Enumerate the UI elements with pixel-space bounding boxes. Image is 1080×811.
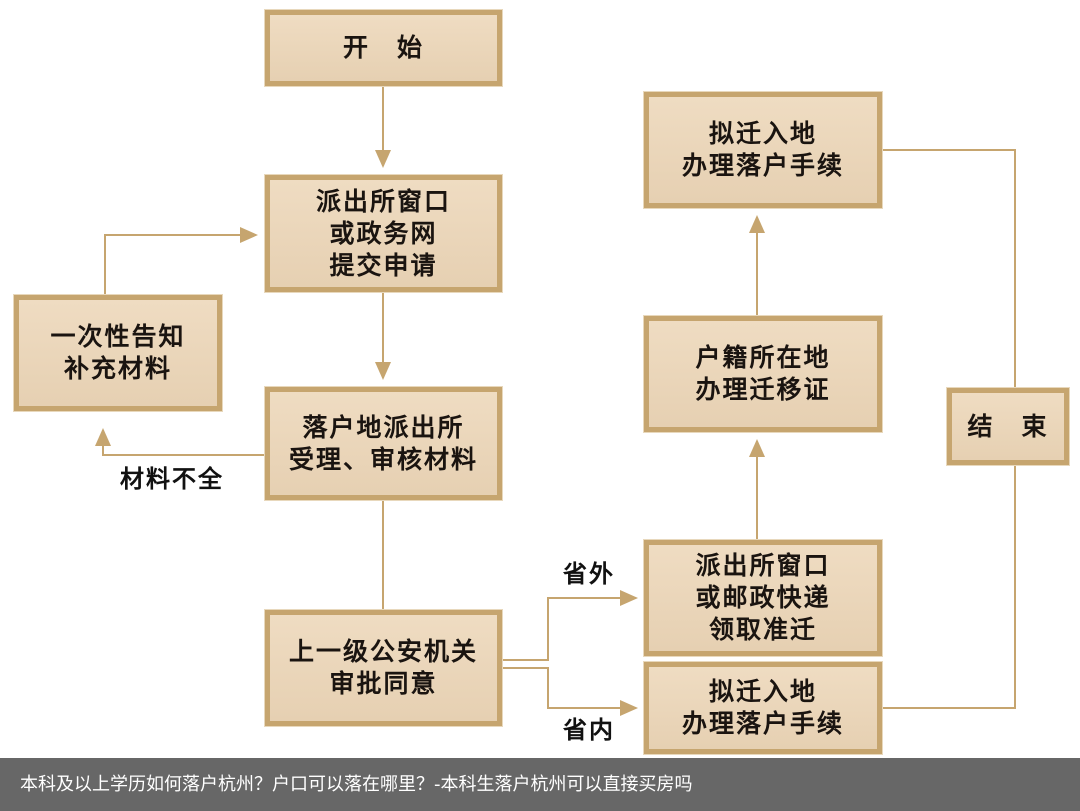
- node-review: 落户地派出所受理、审核材料: [265, 387, 502, 500]
- edge-approve-outside: [502, 590, 638, 661]
- node-outside-collect: 派出所窗口或邮政快递领取准迁: [644, 540, 882, 656]
- node-origin-migrate: 户籍所在地办理迁移证: [644, 316, 882, 432]
- node-text: 或邮政快递: [695, 583, 831, 612]
- node-text: 办理落户手续: [681, 709, 844, 738]
- node-text: 或政务网: [329, 218, 438, 248]
- node-text: 派出所窗口: [315, 186, 451, 216]
- node-text: 拟迁入地: [708, 119, 817, 148]
- edge-desttop-end: [882, 149, 1016, 388]
- label-out-of-province: 省外: [563, 560, 615, 588]
- node-text: 受理、审核材料: [288, 444, 478, 474]
- node-text: 开 始: [342, 33, 424, 62]
- image-caption: 本科及以上学历如何落户杭州？户口可以落在哪里？-本科生落户杭州可以直接买房吗: [0, 758, 1080, 811]
- node-approve: 上一级公安机关审批同意: [265, 610, 502, 726]
- node-text: 办理落户手续: [681, 151, 844, 180]
- node-text: 户籍所在地: [695, 343, 831, 372]
- node-end: 结 束: [947, 388, 1069, 465]
- label-in-province: 省内: [563, 716, 615, 744]
- node-text: 派出所窗口: [695, 551, 831, 580]
- node-text: 审批同意: [329, 669, 438, 698]
- node-text: 补充材料: [63, 354, 172, 383]
- node-text: 办理迁移证: [695, 375, 831, 404]
- edge-approve-inside: [502, 667, 638, 716]
- node-text: 拟迁入地: [708, 677, 817, 706]
- node-text: 一次性告知: [50, 322, 186, 351]
- node-text: 领取准迁: [708, 615, 817, 644]
- edge-notify-submit: [104, 227, 258, 295]
- node-start: 开 始: [265, 10, 502, 86]
- node-submit: 派出所窗口或政务网提交申请: [265, 175, 502, 292]
- edge-destbottom-end: [882, 465, 1016, 709]
- node-dest-bottom: 拟迁入地办理落户手续: [644, 662, 882, 754]
- node-dest-top: 拟迁入地办理落户手续: [644, 92, 882, 208]
- node-text: 结 束: [967, 411, 1049, 441]
- label-incomplete: 材料不全: [120, 465, 224, 493]
- node-text: 提交申请: [329, 250, 438, 280]
- edge-review-notify: [95, 428, 265, 456]
- node-notify: 一次性告知补充材料: [14, 295, 222, 411]
- node-text: 上一级公安机关: [288, 637, 478, 666]
- node-text: 落户地派出所: [302, 412, 465, 442]
